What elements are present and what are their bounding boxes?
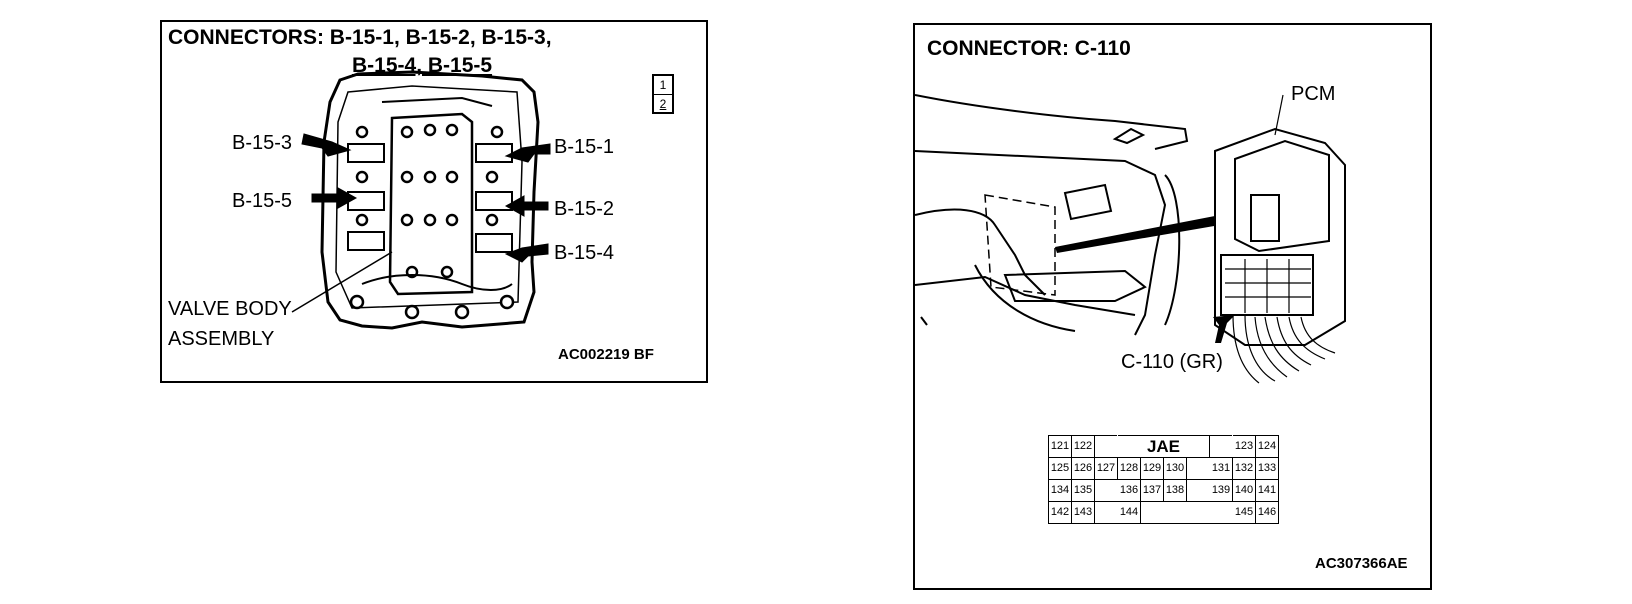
pin-cell-empty: [1209, 435, 1233, 458]
pcm-connector-panel: CONNECTOR: C-110: [913, 23, 1432, 590]
pin-cell: 128: [1117, 457, 1141, 480]
pin-cell-empty: [1186, 501, 1210, 524]
pin-cell: 124: [1255, 435, 1279, 458]
pin-cell: 122: [1071, 435, 1095, 458]
pin-cell: 129: [1140, 457, 1164, 480]
pin-cell: 121: [1048, 435, 1072, 458]
figure-code-right: AC307366AE: [1315, 555, 1408, 572]
pin-cell-empty: [1094, 501, 1118, 524]
pin-row: 142 143 144 145 146: [1048, 501, 1279, 524]
pin-cell: 140: [1232, 479, 1256, 502]
pin-cell: 130: [1163, 457, 1187, 480]
connector-c110-label: C-110 (GR): [1121, 351, 1223, 373]
pcm-location-drawing: [915, 94, 1346, 384]
pin-cell-empty: [1094, 479, 1118, 502]
figure-code-left: AC002219 BF: [558, 346, 654, 363]
pin-cell: 125: [1048, 457, 1072, 480]
pin-cell-empty: [1186, 457, 1210, 480]
pin-cell: 139: [1209, 479, 1233, 502]
pin-cell: 131: [1209, 457, 1233, 480]
pin-cell: 127: [1094, 457, 1118, 480]
label-b-15-1: B-15-1: [554, 136, 615, 158]
pin-cell-empty: [1163, 501, 1187, 524]
valve-body-label-line2: ASSEMBLY: [168, 328, 275, 350]
pin-cell: 135: [1071, 479, 1095, 502]
pin-cell: 145: [1232, 501, 1256, 524]
pin-cell-empty: [1140, 501, 1164, 524]
connector-pin-table: 121 122 JAE 123 124 125 126 127 128 129 …: [1048, 435, 1279, 524]
connector-title: CONNECTOR: C-110: [927, 37, 1131, 60]
pin-cell: 133: [1255, 457, 1279, 480]
pin-row: 121 122 JAE 123 124: [1048, 435, 1279, 458]
valve-body-label-line1: VALVE BODY: [168, 298, 292, 320]
pin-cell: 132: [1232, 457, 1256, 480]
label-b-15-5: B-15-5: [232, 190, 293, 212]
valve-body-connector-panel: CONNECTORS: B-15-1, B-15-2, B-15-3, B-15…: [160, 20, 708, 383]
pin-cell: 134: [1048, 479, 1072, 502]
pin-cell: 141: [1255, 479, 1279, 502]
connectors-title-line1: CONNECTORS: B-15-1, B-15-2, B-15-3,: [168, 26, 552, 49]
pin-cell: 126: [1071, 457, 1095, 480]
pin-cell: 123: [1232, 435, 1256, 458]
pin-row: 125 126 127 128 129 130 131 132 133: [1048, 457, 1279, 480]
page-indicator-1: 1: [659, 78, 667, 92]
pin-cell: 136: [1117, 479, 1141, 502]
label-b-15-2: B-15-2: [554, 198, 615, 220]
page-indicator-2: 2: [654, 94, 672, 113]
pin-cell-empty: [1209, 501, 1233, 524]
valve-body-drawing: [291, 70, 551, 330]
pin-cell: 146: [1255, 501, 1279, 524]
pin-cell: 138: [1163, 479, 1187, 502]
pin-cell: 144: [1117, 501, 1141, 524]
pin-cell-empty: [1094, 435, 1118, 458]
label-b-15-4: B-15-4: [554, 242, 615, 264]
connector-maker: JAE: [1117, 435, 1210, 458]
pin-row: 134 135 136 137 138 139 140 141: [1048, 479, 1279, 502]
pin-cell-empty: [1186, 479, 1210, 502]
label-b-15-3: B-15-3: [232, 132, 293, 154]
pin-cell: 137: [1140, 479, 1164, 502]
connectors-title-line2: B-15-4, B-15-5: [352, 54, 493, 77]
page-indicator-icon: 1 2: [652, 74, 674, 114]
pin-cell: 143: [1071, 501, 1095, 524]
pin-cell: 142: [1048, 501, 1072, 524]
pcm-label: PCM: [1291, 83, 1336, 105]
